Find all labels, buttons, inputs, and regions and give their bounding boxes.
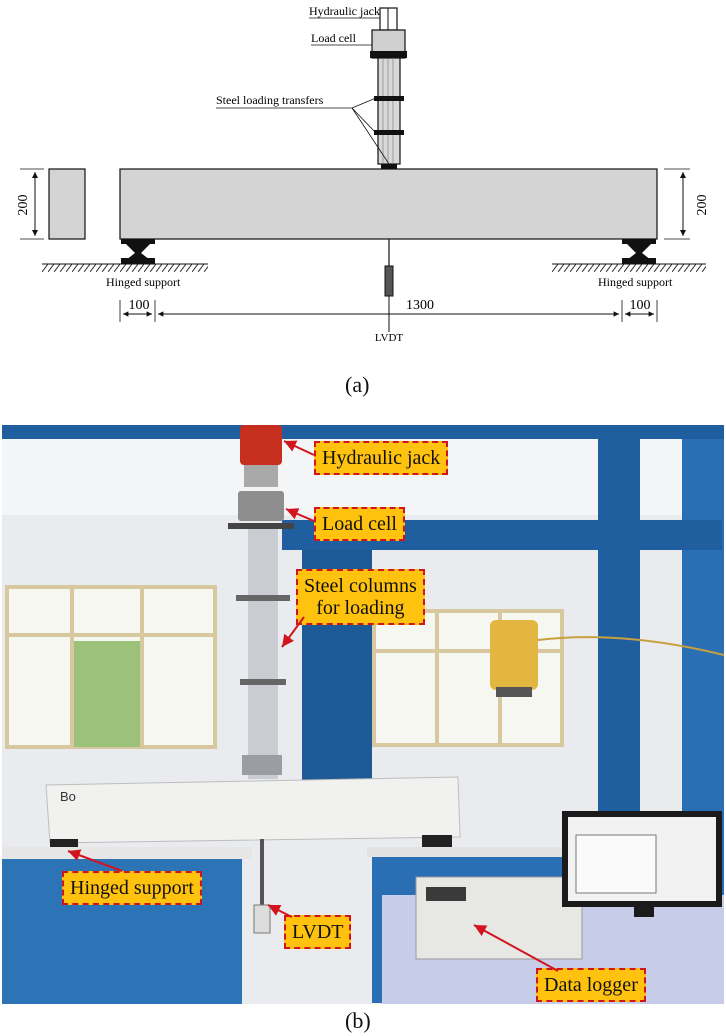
callout-leaders [67,440,559,972]
hydraulic-jack-callout: Hydraulic jack [314,441,449,475]
right-hinged-support-drawing [552,239,706,272]
load-cell-drawing [370,29,407,59]
hydraulic-jack-drawing [379,7,398,31]
left-window [5,585,217,749]
right-section-height-value: 200 [695,195,710,216]
hydraulic-jack-photo [240,425,282,465]
beam-elevation [119,168,658,240]
steel-loading-column-drawing [374,57,404,169]
spare-actuator [490,620,724,697]
test-setup-schematic: Hydraulic jack Load cell Steel loading t… [16,4,710,344]
right-hinged-support-label: Hinged support [598,275,673,289]
right-section-height-dimension [664,168,690,240]
load-cell-photo [238,491,284,521]
load-cell-callout: Load cell [314,507,405,541]
span-value: 1300 [406,298,434,313]
panel-a-caption: (a) [345,372,370,397]
left-section-height-dimension [20,168,44,240]
left-overhang-value: 100 [129,298,150,313]
beam-photo [45,776,461,844]
monitor-photo [562,811,722,917]
panel-b-caption: (b) [345,1008,371,1033]
span-dimension-line [119,300,658,322]
load-cell-label: Load cell [311,31,357,45]
data-logger-photo [415,876,583,960]
lvdt-callout: LVDT [284,915,352,949]
left-section-height-value: 200 [16,195,31,216]
data-logger-callout: Data logger [536,968,646,1002]
steel-columns-callout: Steel columns for loading [296,569,425,625]
beam-mark: Bo [60,789,76,804]
left-hinged-support-drawing [42,239,208,272]
lvdt-label: LVDT [375,332,404,344]
hydraulic-jack-label: Hydraulic jack [309,4,380,18]
steel-loading-transfers-label: Steel loading transfers [216,93,324,107]
beam-cross-section [48,168,86,240]
steel-columns-photo [248,529,278,779]
hinged-support-callout: Hinged support [62,871,202,905]
left-hinged-support-label: Hinged support [106,275,181,289]
test-setup-photo: Bo Hydraulic jack Load cell Steel colum [2,425,724,1004]
right-overhang-value: 100 [630,298,651,313]
lvdt-drawing [384,239,394,332]
